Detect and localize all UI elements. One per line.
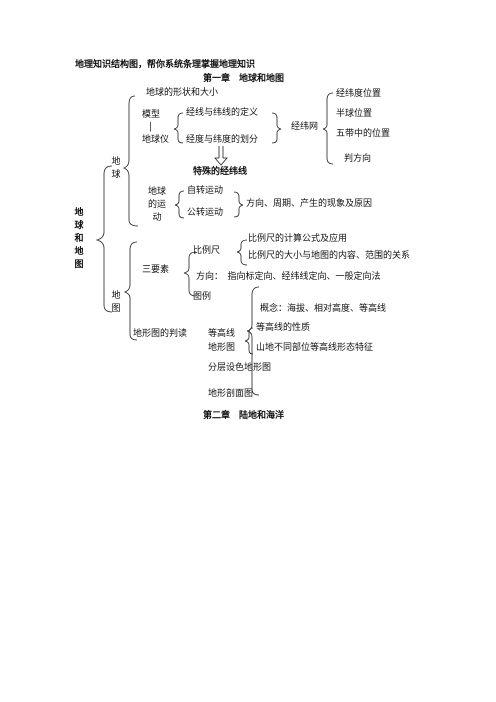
lonlat-definition: 经线与纬线的定义 xyxy=(186,108,259,118)
map-reading-label: 地形图的判读 xyxy=(133,329,188,339)
earth-motion-label: 地球的运动 xyxy=(147,187,166,223)
motion-description: 方向、周期、产生的现象及原因 xyxy=(246,199,373,209)
concept-text: 概念：海拔、相对高度、等高线 xyxy=(260,304,387,314)
special-lines: 特殊的经纬线 xyxy=(193,167,248,177)
layered-color-map: 分层设色地形图 xyxy=(208,363,272,373)
three-elements-label: 三要素 xyxy=(142,265,170,275)
grid-item: 五带中的位置 xyxy=(336,129,391,139)
header-text: 地理知识结构图，帮你系统条理掌握地理知识 xyxy=(75,60,256,70)
grid-item: 判方向 xyxy=(344,154,372,164)
contour-map-label-line1: 等高线 xyxy=(208,329,236,339)
scale-item: 比例尺的大小与地图的内容、范围的关系 xyxy=(248,251,411,261)
contour-item: 等高线的性质 xyxy=(256,323,311,333)
grid-item: 经纬度位置 xyxy=(336,89,382,99)
rotation-label: 自转运动 xyxy=(187,186,224,196)
model-separator: | xyxy=(149,122,153,132)
revolution-label: 公转运动 xyxy=(187,208,224,218)
lonlat-division: 经度与纬度的划分 xyxy=(186,135,259,145)
root-label: 地球和地图 xyxy=(74,208,84,270)
contour-item: 山地不同部位等高线形态特征 xyxy=(256,343,374,353)
chapter2-title: 第二章 陆地和海洋 xyxy=(203,411,285,421)
grid-item: 半球位置 xyxy=(336,109,373,119)
scale-item: 比例尺的计算公式及应用 xyxy=(248,234,348,244)
map-label: 地图 xyxy=(111,291,121,314)
contour-map-label-line2: 地形图 xyxy=(208,343,236,353)
globe-label: 地球仪 xyxy=(142,135,170,145)
direction-text: 方向： 指向标定向、经纬线定向、一般定向法 xyxy=(196,272,381,282)
scale-label: 比例尺 xyxy=(193,246,221,256)
profile-map: 地形剖面图 xyxy=(208,389,254,399)
grid-label: 经纬网 xyxy=(291,122,319,132)
legend-label: 图例 xyxy=(193,292,212,302)
chapter1-title: 第一章 地球和地图 xyxy=(203,74,285,84)
model-label: 模型 xyxy=(142,110,161,120)
earth-shape: 地球的形状和大小 xyxy=(146,88,219,98)
earth-label: 地球 xyxy=(111,157,121,180)
